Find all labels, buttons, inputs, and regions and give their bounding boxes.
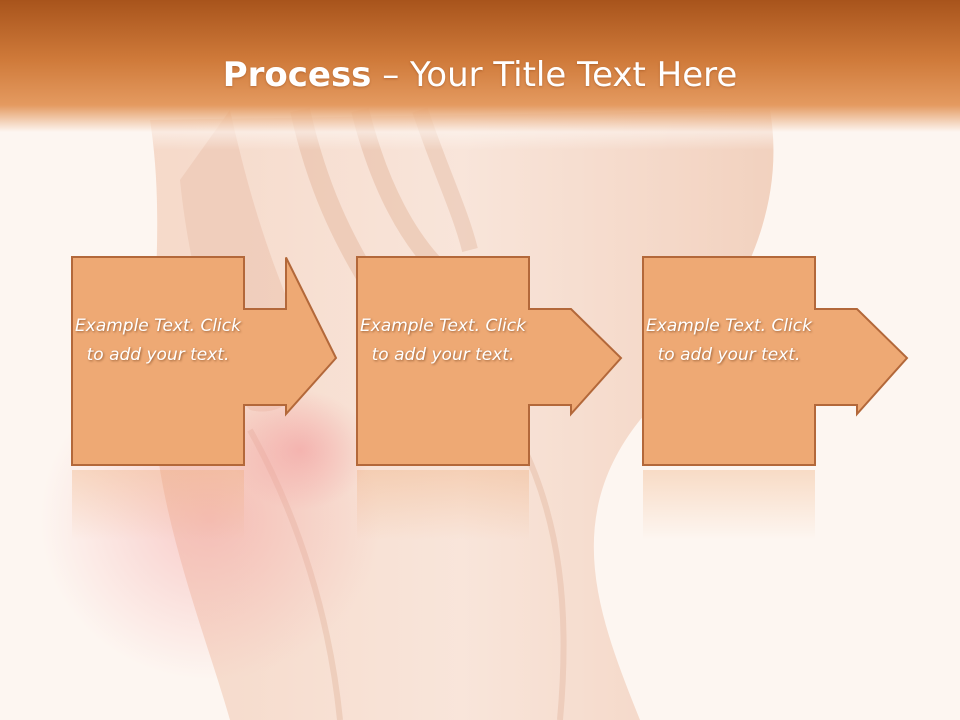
step-3-text[interactable]: Example Text. Click to add your text. (646, 316, 812, 365)
process-step-2[interactable] (356, 256, 623, 540)
step-2-text[interactable]: Example Text. Click to add your text. (360, 316, 526, 365)
process-step-1[interactable] (71, 256, 338, 540)
title-rest: – Your Title Text Here (371, 55, 738, 95)
step-1-text[interactable]: Example Text. Click to add your text. (75, 316, 241, 365)
title-bold: Process (222, 55, 372, 95)
title-bar (0, 0, 960, 150)
process-step-3[interactable] (642, 256, 909, 540)
slide-title: Process – Your Title Text Here (0, 52, 960, 98)
